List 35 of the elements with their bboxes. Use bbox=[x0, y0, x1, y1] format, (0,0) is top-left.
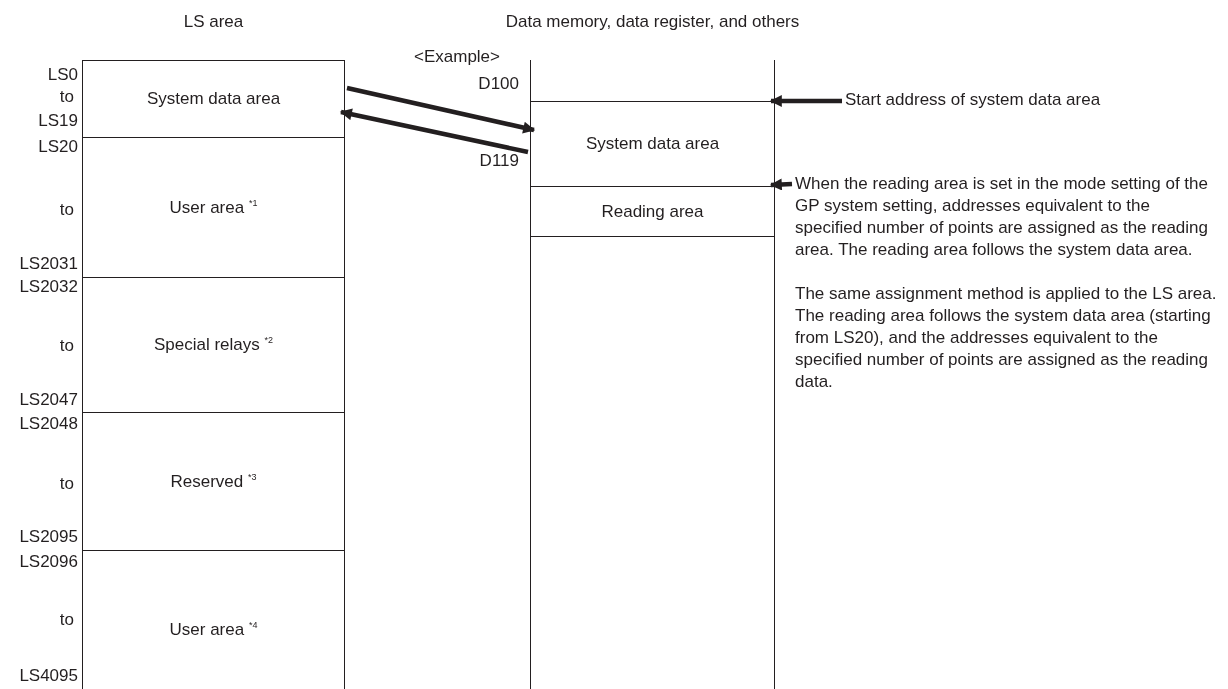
annotation-text: Start address of system data area bbox=[845, 90, 1215, 112]
address-label: to bbox=[59, 87, 74, 107]
block-label: User area $^{*1}$ bbox=[169, 197, 258, 218]
arrow bbox=[346, 85, 536, 134]
address-label: to bbox=[59, 474, 74, 494]
block-label: Special relays $^{*2}$ bbox=[153, 335, 274, 355]
address-label: <Example> bbox=[414, 47, 500, 67]
block-label: System data area bbox=[585, 134, 720, 154]
address-label: LS2048 bbox=[19, 414, 78, 434]
address-label: LS2096 bbox=[19, 552, 78, 572]
arrow bbox=[769, 95, 842, 107]
block-label: Reading area bbox=[601, 201, 704, 222]
block-label: User area $^{*4}$ bbox=[169, 620, 258, 640]
address-label: LS0 bbox=[47, 65, 78, 85]
address-label: to bbox=[59, 200, 74, 220]
address-label: D100 bbox=[478, 74, 519, 94]
address-label: LS4095 bbox=[19, 666, 78, 686]
note-paragraph: The same assignment method is applied to the LS area. The reading area follows the system data area (starting from LS20), and the addresses equivalent to the specified number of points are assigned as the reading data. bbox=[795, 283, 1218, 393]
arrow bbox=[339, 108, 529, 155]
address-label: LS2095 bbox=[19, 527, 78, 547]
block-label: Reserved $^{*3}$ bbox=[170, 471, 257, 492]
column-heading: LS area bbox=[182, 12, 245, 32]
note-paragraph: When the reading area is set in the mode setting of the GP system setting, addresses equivalent to the specified number of points are assigned as the reading area. The reading area follows the system data area. bbox=[795, 173, 1209, 261]
address-label: to bbox=[59, 336, 74, 356]
address-label: LS2032 bbox=[19, 277, 78, 297]
memory-block bbox=[531, 101, 774, 187]
address-label: to bbox=[59, 610, 74, 630]
address-label: LS19 bbox=[38, 111, 78, 131]
arrow bbox=[769, 178, 793, 191]
column-heading: Data memory, data register, and others bbox=[504, 12, 801, 32]
address-label: D119 bbox=[479, 151, 519, 171]
address-label: LS2047 bbox=[19, 390, 78, 410]
address-label: LS2031 bbox=[19, 254, 78, 274]
block-label: System data area bbox=[146, 89, 281, 109]
address-label: LS20 bbox=[38, 137, 78, 157]
